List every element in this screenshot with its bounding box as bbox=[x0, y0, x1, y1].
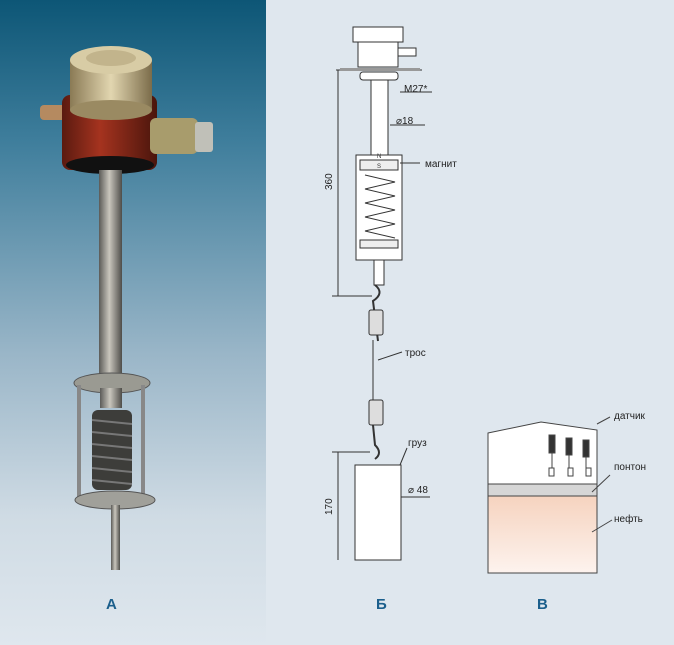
sensor-photo bbox=[40, 46, 213, 570]
cable-label: трос bbox=[405, 348, 426, 359]
sensor-drawing bbox=[332, 26, 432, 561]
panel-label-a: А bbox=[106, 596, 117, 613]
diameter-label: ⌀18 bbox=[396, 116, 414, 127]
weight-diameter-label: ⌀ 48 bbox=[408, 485, 428, 496]
weight-label: груз bbox=[408, 438, 427, 449]
magnet-label: магнит bbox=[425, 159, 457, 170]
pontoon-label: понтон bbox=[614, 462, 646, 473]
north-pole-label: N bbox=[377, 154, 381, 160]
tank-diagram bbox=[487, 416, 613, 574]
length-360-label: 360 bbox=[324, 173, 335, 190]
south-pole-label: S bbox=[377, 164, 381, 170]
length-170-label: 170 bbox=[324, 498, 335, 515]
thread-label: M27* bbox=[404, 84, 427, 95]
panel-label-c: В bbox=[537, 596, 548, 613]
oil-label: нефть bbox=[614, 513, 643, 525]
panel-label-b: Б bbox=[376, 596, 387, 613]
sensor-label: датчик bbox=[614, 411, 646, 422]
